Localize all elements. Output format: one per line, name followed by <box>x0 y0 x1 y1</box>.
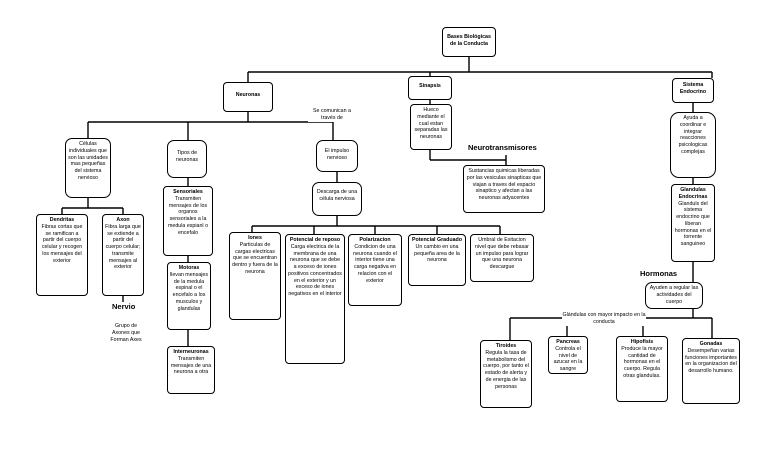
iones-node: Iones Particulas de cargas electricas qu… <box>229 232 281 320</box>
neurotransmisores-label: Neurotransmisores <box>468 143 537 152</box>
potencial-graduado-node: Potencial Graduado Un cambio en una pequ… <box>408 234 466 286</box>
potencial-reposo-node: Potencial de reposo Carga electrica de l… <box>285 234 345 364</box>
gonadas-node: Gonadas Desempeñan varias funciones impo… <box>682 338 740 404</box>
sinapsis-node: Sinapsis <box>408 76 452 100</box>
glandulas-endocrinas-node: Glandulas Endocrinas Glanduls del sistem… <box>671 184 715 262</box>
interneuronas-node: Interneuronas Transmiten mensajes de una… <box>167 346 215 394</box>
hormonas-label: Hormonas <box>640 269 678 278</box>
nervio-text: Grupo de Axones que Forman Axes <box>106 323 146 344</box>
celulas-node: Células individuales que son las unidade… <box>65 138 111 198</box>
tipos-neuronas-node: Tipos de neuronas <box>167 140 207 178</box>
hipofisis-node: Hipofisis Produce la mayor cantidad de h… <box>616 336 668 402</box>
neuronas-node: Neuronas <box>223 82 273 112</box>
hormonas-node: Ayuden a regular las actividades del cue… <box>645 282 703 309</box>
sistema-endocrino-node: Sistema Endocrino <box>672 78 714 103</box>
tiroides-node: Tiroides Regula la tasa de metabolismo d… <box>480 340 532 408</box>
polarizacion-node: Polarizacion Condicion de una neurona cu… <box>348 234 402 306</box>
descarga-node: Descarga de una célula nerviosa <box>312 182 362 216</box>
sensoriales-node: Sensoriales Transmiten mensajes de los o… <box>163 186 213 256</box>
se-comunican-label: Se comunican a través de <box>308 108 356 122</box>
ayuda-node: Ayuda a coordinar e integrar reacciones … <box>670 112 716 178</box>
motoras-node: Motoras llevan mensajes de la medula esp… <box>167 262 211 330</box>
hueco-node: Hueco mediante el cual estan separadas l… <box>410 104 452 150</box>
glandulas-impacto-label: Glándulas con mayor impacto en la conduc… <box>562 312 646 326</box>
nervio-label: Nervio <box>112 302 136 311</box>
dendritas-node: Dendritas Fibras cortas que se ramifican… <box>36 214 88 296</box>
root-node: Bases Biológicas de la Conducta <box>442 27 496 57</box>
pancreas-node: Pancreas Controla el nivel de azucar en … <box>548 336 588 374</box>
impulso-nervioso-node: El impulso nervioso <box>316 140 358 172</box>
umbral-node: Umbral de Exitacion nivel que debe rebas… <box>470 234 534 282</box>
axon-node: Axon Fibra larga que se extiende a parti… <box>102 214 144 296</box>
neurotransmisores-node: Sustancias quimicas liberadas por las ve… <box>463 165 545 213</box>
